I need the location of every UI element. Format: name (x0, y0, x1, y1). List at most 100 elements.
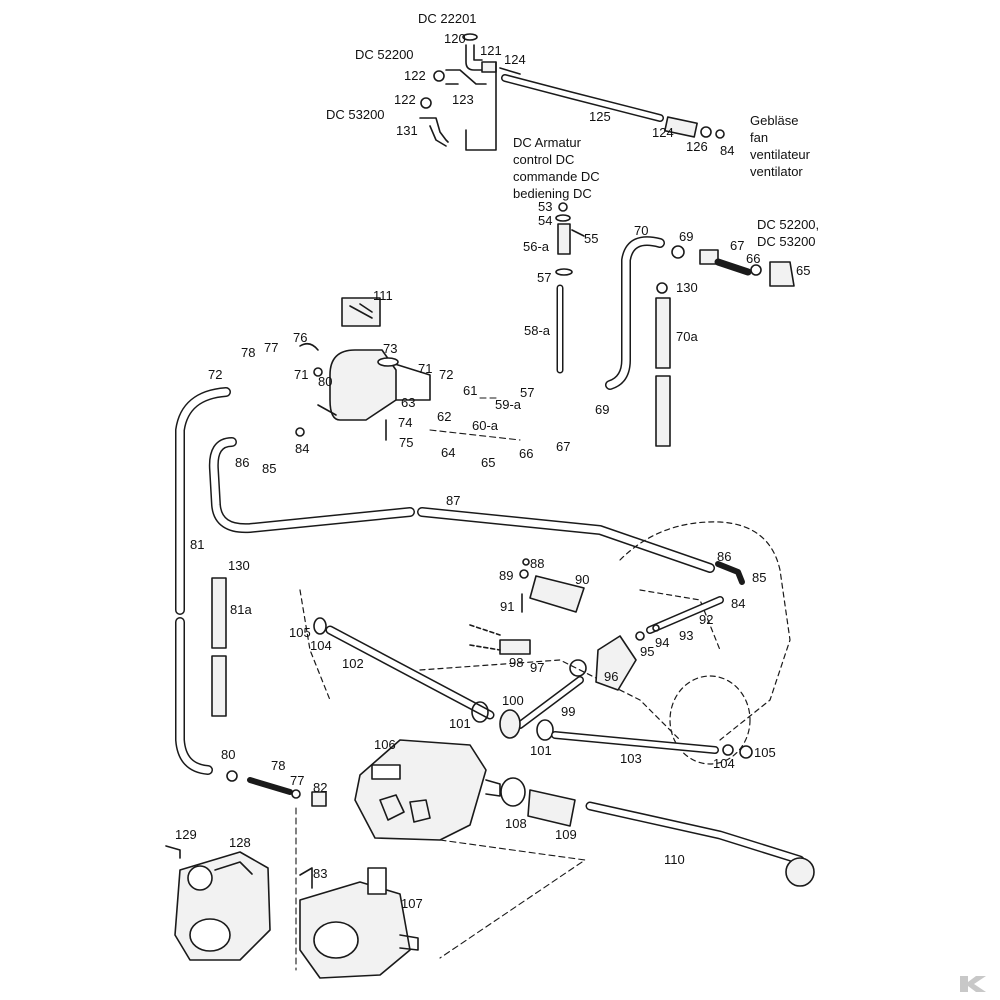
label-dc-right: DC 52200, DC 53200 (757, 216, 819, 250)
part-label: 131 (396, 123, 418, 138)
part-label: 101 (449, 716, 471, 731)
label-dc-53200-right: DC 53200 (757, 234, 816, 249)
filter-block (295, 297, 431, 441)
part-label: 111 (373, 288, 393, 303)
part-label: 129 (175, 827, 197, 842)
control-dc-valve (555, 202, 585, 374)
label-control-dc: DC Armatur control DC commande DC bedien… (513, 134, 600, 202)
part-label: 57 (520, 385, 535, 400)
part-label: 126 (686, 139, 708, 154)
part-label: 100 (502, 693, 524, 708)
part-label: 66 (746, 251, 761, 266)
part-label: 53 (538, 199, 553, 214)
part-label: 64 (441, 445, 456, 460)
part-label: 58-a (524, 323, 551, 338)
part-label: 130 (676, 280, 698, 295)
part-label: 88 (530, 556, 545, 571)
part-label: 105 (754, 745, 776, 760)
part-label: 65 (481, 455, 496, 470)
part-label: 121 (480, 43, 502, 58)
part-label: 81 (190, 537, 205, 552)
part-label: 63 (401, 395, 416, 410)
part-label: 77 (290, 773, 305, 788)
part-label: 84 (731, 596, 746, 611)
part-label: 80 (221, 747, 236, 762)
hose-87 (208, 437, 715, 573)
part-label: 87 (446, 493, 461, 508)
part-label: 94 (655, 635, 670, 650)
part-label: 74 (398, 415, 413, 430)
part-label: 81a (230, 602, 252, 617)
part-label: 76 (293, 330, 308, 345)
part-label: 57 (537, 270, 552, 285)
label-fan-line-3: ventilateur (750, 147, 810, 162)
guide-lines (295, 397, 586, 971)
part-label: 69 (595, 402, 610, 417)
part-label: 99 (561, 704, 576, 719)
part-label: 104 (310, 638, 332, 653)
part-label: 123 (452, 92, 474, 107)
part-label: 104 (713, 756, 735, 771)
hose-70-assembly (605, 236, 795, 447)
part-label: 60-a (472, 418, 499, 433)
part-label: 75 (399, 435, 414, 450)
part-label: 91 (500, 599, 515, 614)
label-fan-line-4: ventilator (750, 164, 803, 179)
label-control-line-1: DC Armatur (513, 135, 581, 150)
part-label: 120 (444, 31, 466, 46)
part-label: 85 (262, 461, 277, 476)
part-label: 84 (295, 441, 310, 456)
label-dc-52200-top: DC 52200 (355, 47, 414, 62)
part-label: 78 (271, 758, 286, 773)
part-label: 128 (229, 835, 251, 850)
part-label: 83 (313, 866, 328, 881)
drive-shaft-assembly (313, 558, 753, 759)
brand-logo (960, 976, 986, 992)
hose-81 (175, 387, 231, 775)
pump-128 (165, 845, 271, 961)
part-label: 71 (418, 361, 433, 376)
part-label: 72 (208, 367, 223, 382)
part-label: 86 (717, 549, 732, 564)
part-label: 103 (620, 751, 642, 766)
part-label: 56-a (523, 239, 550, 254)
part-label: 67 (730, 238, 745, 253)
part-label: 107 (401, 896, 423, 911)
part-label: 110 (664, 852, 685, 867)
part-label: 67 (556, 439, 571, 454)
part-label: 80 (318, 374, 333, 389)
part-label: 92 (699, 612, 714, 627)
part-label: 102 (342, 656, 364, 671)
part-label: 59-a (495, 397, 522, 412)
part-label: 95 (640, 644, 655, 659)
label-fan-line-1: Gebläse (750, 113, 799, 128)
part-label: 55 (584, 231, 599, 246)
part-label: 122 (394, 92, 416, 107)
label-fan-line-2: fan (750, 130, 769, 145)
gearbox (226, 739, 815, 887)
part-label: 108 (505, 816, 527, 831)
label-dc-53200-top: DC 53200 (326, 107, 385, 122)
label-dc-52200-right: DC 52200, (757, 217, 820, 232)
part-label: 84 (720, 143, 735, 158)
label-fan: Gebläse fan ventilateur ventilator (750, 112, 810, 180)
part-label: 89 (499, 568, 514, 583)
part-label: 86 (235, 455, 250, 470)
part-label: 62 (437, 409, 452, 424)
part-label: 71 (294, 367, 309, 382)
part-label: 66 (519, 446, 534, 461)
part-label: 69 (679, 229, 694, 244)
part-label: 124 (652, 125, 674, 140)
part-label: 73 (383, 341, 398, 356)
part-label: 70a (676, 329, 698, 344)
part-label: 124 (504, 52, 526, 67)
label-control-line-4: bediening DC (513, 186, 592, 201)
part-label: 130 (228, 558, 250, 573)
part-label: 125 (589, 109, 611, 124)
part-label: 106 (374, 737, 396, 752)
label-control-line-3: commande DC (513, 169, 600, 184)
part-label: 101 (530, 743, 552, 758)
part-label: 70 (634, 223, 649, 238)
part-label: 109 (555, 827, 577, 842)
part-label: 98 (509, 655, 524, 670)
